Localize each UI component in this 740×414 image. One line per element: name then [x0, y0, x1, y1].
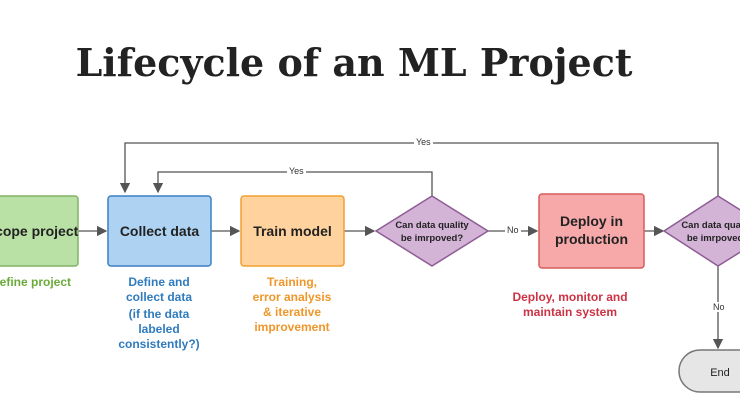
node-decision1-line1: Can data quality — [395, 220, 469, 231]
desc-train-line4: improvement — [254, 320, 330, 334]
node-deploy-line1: Deploy in — [560, 213, 623, 229]
desc-collect: Define and collect data (if the data lab… — [100, 275, 218, 352]
desc-collect-line3: (if the data — [128, 307, 190, 321]
desc-deploy-line2: maintain system — [522, 305, 618, 319]
desc-scope-text: Define project — [0, 275, 71, 289]
node-decision1-line2: be imrpoved? — [401, 233, 463, 244]
desc-deploy-line1: Deploy, monitor and — [512, 290, 628, 304]
edge-label-yes-inner: Yes — [287, 166, 306, 176]
node-end-label: End — [710, 367, 730, 379]
edge-label-no-right: No — [505, 225, 521, 235]
node-decision2-line2: be imrpoved? — [687, 233, 740, 244]
node-deploy-production — [538, 193, 645, 269]
node-end — [678, 349, 740, 393]
desc-collect-line2: collect data — [125, 290, 193, 304]
node-collect-label: Collect data — [120, 223, 200, 239]
desc-scope: Define project — [0, 275, 76, 290]
desc-train: Training, error analysis & iterative imp… — [232, 275, 352, 335]
node-train-label: Train model — [253, 223, 332, 239]
edge-label-yes-outer: Yes — [414, 137, 433, 147]
node-decision2-line1: Can data quality — [681, 220, 740, 231]
desc-collect-line4: labeled — [138, 322, 180, 336]
desc-train-line2: error analysis — [252, 290, 332, 304]
desc-collect-line1: Define and — [128, 275, 190, 289]
edge-decision2-yes-loop — [119, 142, 719, 196]
node-decision-data-quality-1 — [374, 195, 490, 267]
desc-train-line3: & iterative — [262, 305, 322, 319]
node-scope-label: Scope project — [0, 223, 79, 239]
node-train-model — [240, 195, 345, 267]
desc-train-line1: Training, — [266, 275, 317, 289]
node-scope-project — [0, 195, 79, 267]
desc-collect-line5: consistently?) — [118, 337, 200, 351]
node-deploy-line2: production — [555, 231, 628, 247]
desc-deploy: Deploy, monitor and maintain system — [505, 290, 635, 320]
node-decision-data-quality-2 — [662, 195, 740, 267]
page-title: Lifecycle of an ML Project — [75, 40, 633, 85]
node-collect-data — [107, 195, 212, 267]
edge-label-no-down: No — [711, 302, 727, 312]
